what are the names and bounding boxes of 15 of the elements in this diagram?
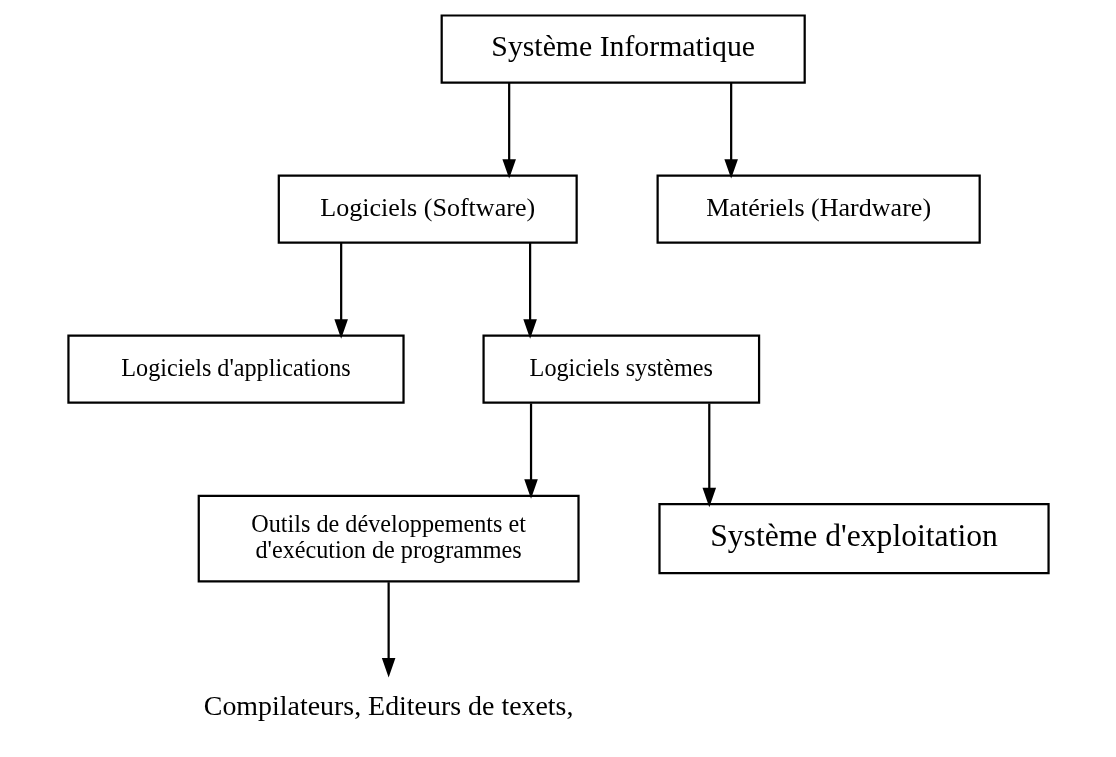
node-text: Compilateurs, Editeurs de texets,	[203, 689, 573, 721]
arrow	[723, 82, 738, 179]
node-box: Système Informatique	[440, 14, 806, 84]
node-box: Logiciels systèmes	[481, 334, 760, 404]
arrow	[522, 243, 537, 339]
arrow	[333, 243, 348, 339]
arrow	[381, 582, 395, 678]
node-box: Système d'exploitation	[657, 503, 1050, 575]
arrow	[501, 82, 516, 179]
arrow	[523, 403, 538, 499]
node-box: Outils de développements et d'exécution de programmes	[197, 494, 580, 583]
node-box: Logiciels d'applications	[66, 334, 405, 404]
node-box: Logiciels (Software)	[277, 174, 578, 244]
arrow	[702, 403, 716, 508]
node-box: Matériels (Hardware)	[656, 174, 981, 244]
